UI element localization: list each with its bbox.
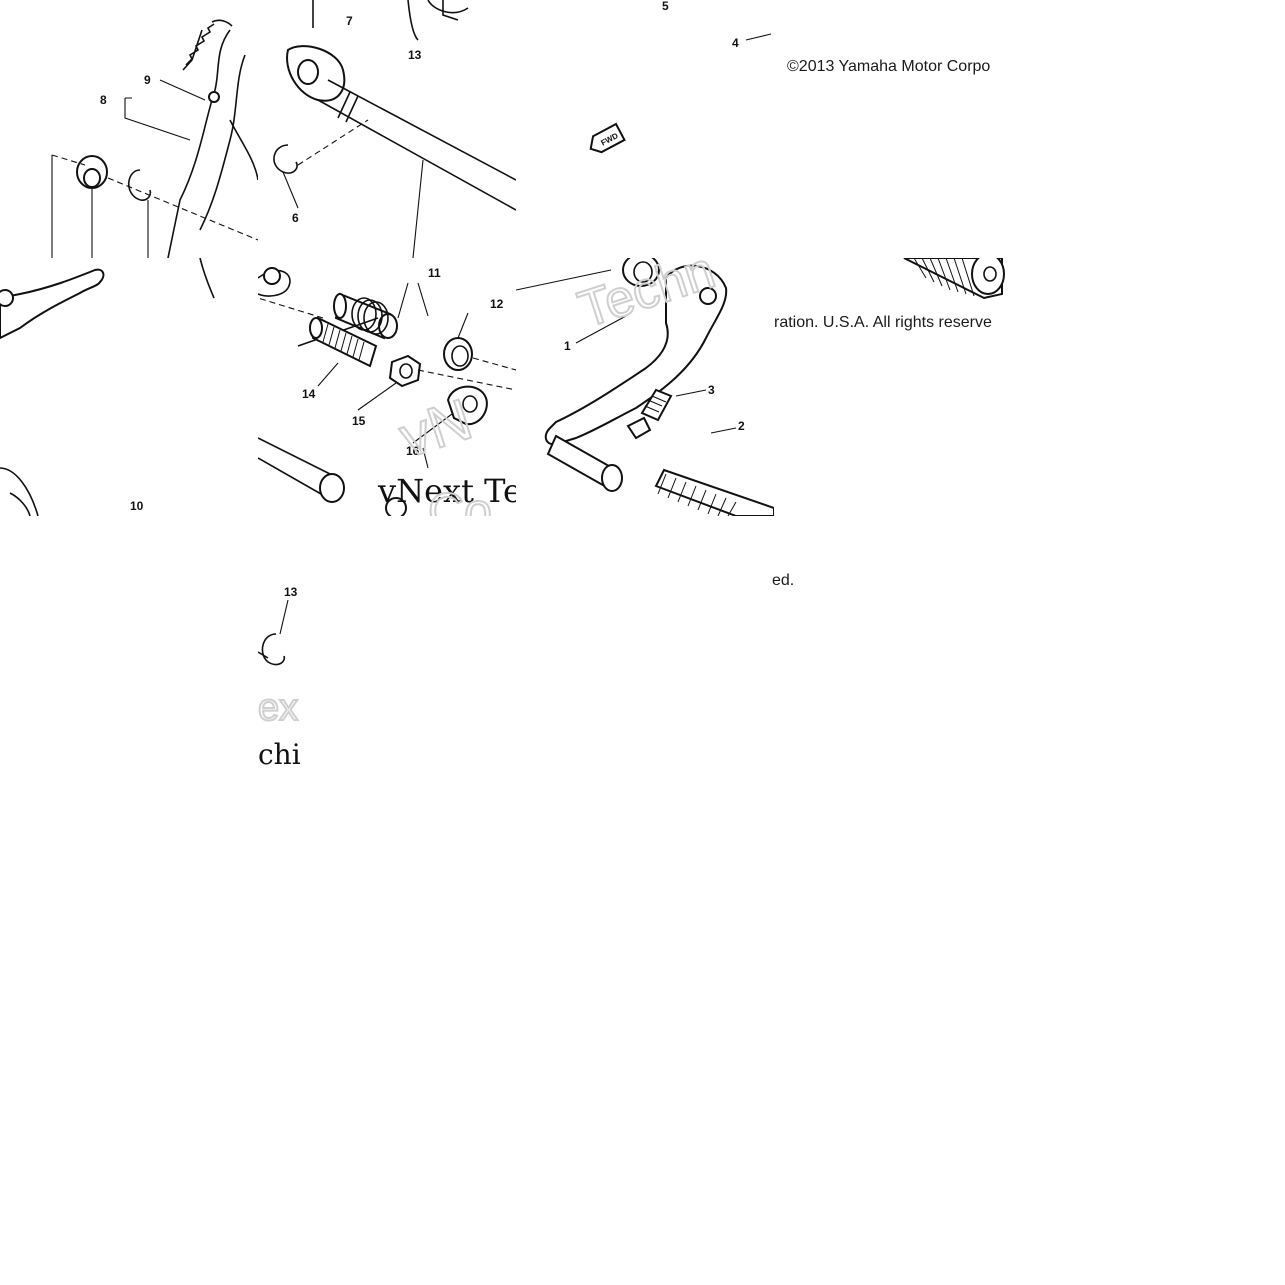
callout-3: 3	[708, 383, 715, 397]
rubber-grip-part	[654, 468, 774, 516]
watermark-text-4: chi	[258, 738, 301, 771]
callout-8: 8	[100, 93, 107, 107]
diagram-tile-center: 11 12 14 15 16 vN vNext Te Co	[258, 258, 516, 516]
spring-part	[182, 19, 233, 71]
nut-15-part	[388, 354, 422, 388]
callout-10: 10	[130, 499, 144, 513]
callout-11: 11	[428, 266, 441, 280]
shaft-part	[317, 79, 516, 211]
callout-16: 16	[406, 444, 420, 458]
callout-13: 13	[408, 48, 422, 62]
torsion-spring-part	[297, 292, 398, 347]
diagram-tile-right	[774, 258, 1032, 318]
watermark-text-3: ex	[258, 687, 298, 729]
callout-2: 2	[738, 419, 745, 433]
bolt-3-part	[640, 388, 673, 422]
diagram-tile-center-right: 3 2 1 Techn	[516, 258, 774, 516]
diagram-tile-top-middle: 7 13 6	[258, 0, 516, 258]
diagram-tile-top-right: 5 4 FWD	[516, 0, 774, 258]
bolt-14-part	[309, 316, 378, 368]
watermark-text-1: vNext Te	[377, 472, 516, 510]
diagram-tile-lower: 13 ex chi	[258, 578, 304, 778]
brake-pedal-part	[544, 264, 728, 446]
callout-7: 7	[346, 14, 353, 28]
diagram-tile-top-left: 8 9	[0, 0, 258, 258]
shift-lever-part	[0, 268, 105, 340]
e-clip-6	[273, 144, 298, 174]
e-clip-part	[128, 169, 152, 201]
callout-15: 15	[352, 414, 366, 428]
callout-13-lower: 13	[284, 585, 298, 599]
callout-12: 12	[490, 297, 504, 311]
svg-text:Co: Co	[428, 483, 492, 516]
bracket-arm	[167, 29, 231, 258]
callout-1: 1	[564, 339, 571, 353]
callout-6: 6	[292, 211, 299, 225]
diagram-tile-middle-left: 10	[0, 258, 258, 516]
callout-14: 14	[302, 387, 316, 401]
copyright-line-1: ©2013 Yamaha Motor Corpo	[787, 58, 991, 75]
callout-4: 4	[732, 36, 739, 50]
fwd-arrow-icon: FWD	[589, 122, 626, 154]
callout-5: 5	[662, 0, 669, 13]
copyright-line-3: ed.	[772, 572, 795, 589]
copyright-line-2: ration. U.S.A. All rights reserve	[774, 314, 992, 331]
callout-9: 9	[144, 73, 151, 87]
e-clip-13-part	[261, 633, 286, 666]
cam-16-part	[446, 385, 488, 426]
